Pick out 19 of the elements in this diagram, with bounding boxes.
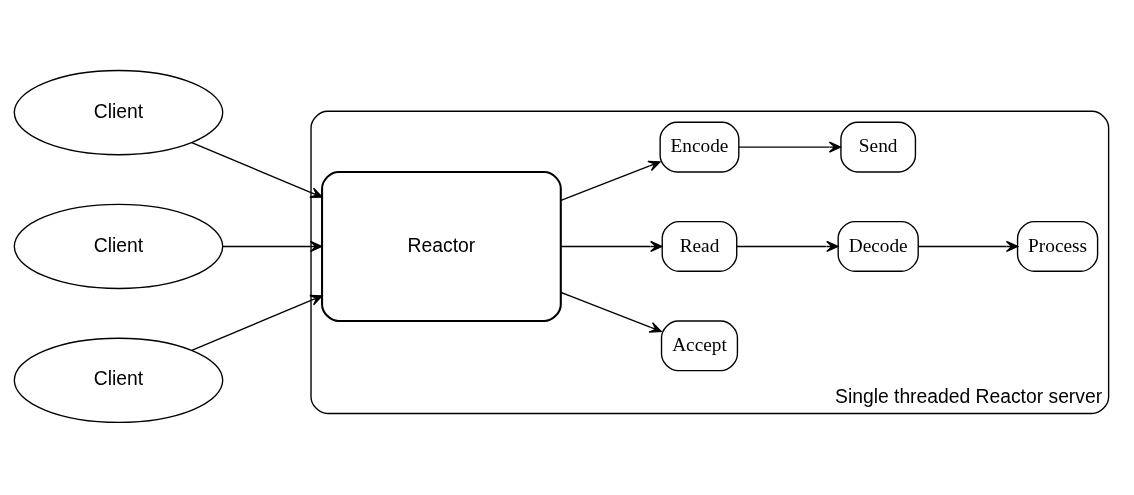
arrow bbox=[222, 240, 323, 253]
arrow bbox=[191, 141, 323, 199]
arrow bbox=[560, 291, 662, 333]
node-ellipse: Client bbox=[13, 203, 224, 290]
node-box: Decode bbox=[837, 220, 919, 272]
node-ellipse: Client bbox=[13, 337, 224, 424]
arrow bbox=[191, 294, 323, 351]
arrow bbox=[738, 141, 842, 153]
node-box: Accept bbox=[660, 320, 739, 372]
node-box: Encode bbox=[659, 121, 740, 173]
arrow bbox=[560, 160, 661, 202]
node-box: Reactor bbox=[321, 170, 562, 322]
node-ellipse: Client bbox=[13, 69, 224, 156]
node-box: Send bbox=[840, 121, 917, 173]
arrow bbox=[560, 240, 663, 253]
arrow bbox=[736, 240, 839, 253]
node-box: Process bbox=[1016, 220, 1099, 272]
node-box: Read bbox=[661, 220, 738, 272]
arrow bbox=[917, 240, 1019, 253]
